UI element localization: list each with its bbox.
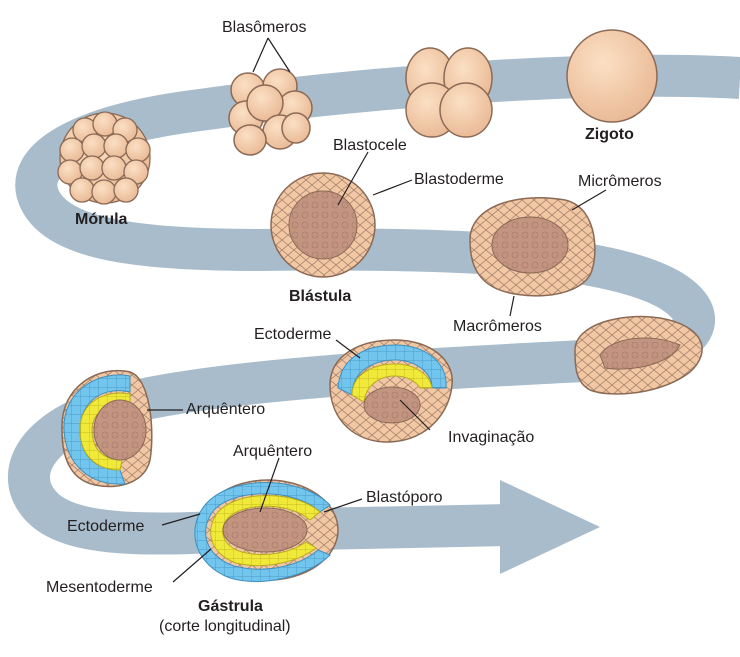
label-arquentero-left: Arquêntero (186, 401, 266, 418)
label-morula: Mórula (75, 211, 128, 228)
label-blastoporo: Blastóporo (366, 489, 443, 506)
path-arrowhead (500, 480, 600, 574)
blastula-micromeros (469, 197, 596, 297)
eight-cell-stage (228, 68, 313, 156)
early-gastrula (574, 315, 703, 395)
blastula (270, 172, 376, 278)
label-macromeros: Macrômeros (453, 318, 542, 335)
label-micromeros: Micrômeros (578, 173, 662, 190)
gastrula-left (61, 370, 153, 488)
zygote (566, 29, 658, 123)
four-cell-stage (405, 47, 493, 138)
label-blastocele: Blastocele (333, 137, 407, 154)
development-path (8, 54, 740, 574)
gastrula-longitudinal (194, 479, 339, 582)
label-zigoto: Zigoto (585, 126, 634, 143)
leader-lines (147, 37, 607, 583)
morula (57, 111, 151, 205)
label-ectoderme-bottom: Ectoderme (67, 518, 145, 535)
label-blastula: Blástula (289, 288, 352, 305)
label-invaginacao: Invaginação (448, 429, 535, 446)
invagination-embryo (329, 339, 453, 443)
label-blastoderme: Blastoderme (414, 171, 504, 188)
label-mesentoderme: Mesentoderme (46, 579, 153, 596)
label-ectoderme-top: Ectoderme (254, 326, 332, 343)
label-blastomeros: Blasômeros (222, 19, 307, 36)
label-arquentero-bottom: Arquêntero (233, 443, 313, 460)
label-gastrula-sub: (corte longitudinal) (159, 618, 291, 635)
label-gastrula: Gástrula (198, 598, 263, 615)
